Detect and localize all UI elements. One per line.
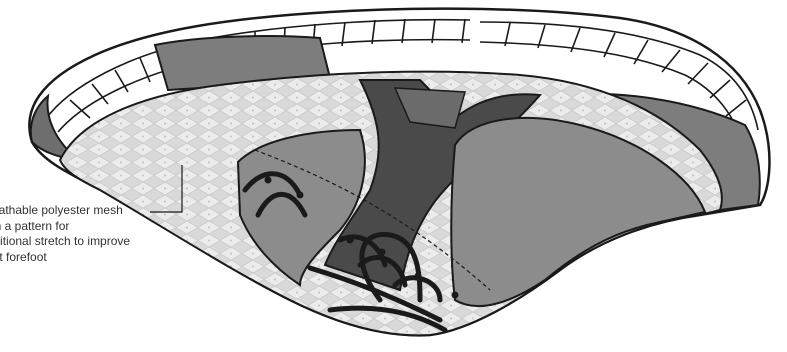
callout-line-2: with a pattern for <box>0 219 195 235</box>
callout-line-4: fit at forefoot <box>0 250 195 266</box>
callout-line-1: Breathable polyester mesh <box>0 203 195 219</box>
callout-line-3: additional stretch to improve <box>0 234 195 250</box>
callout-text: Breathable polyester mesh with a pattern… <box>0 203 195 265</box>
